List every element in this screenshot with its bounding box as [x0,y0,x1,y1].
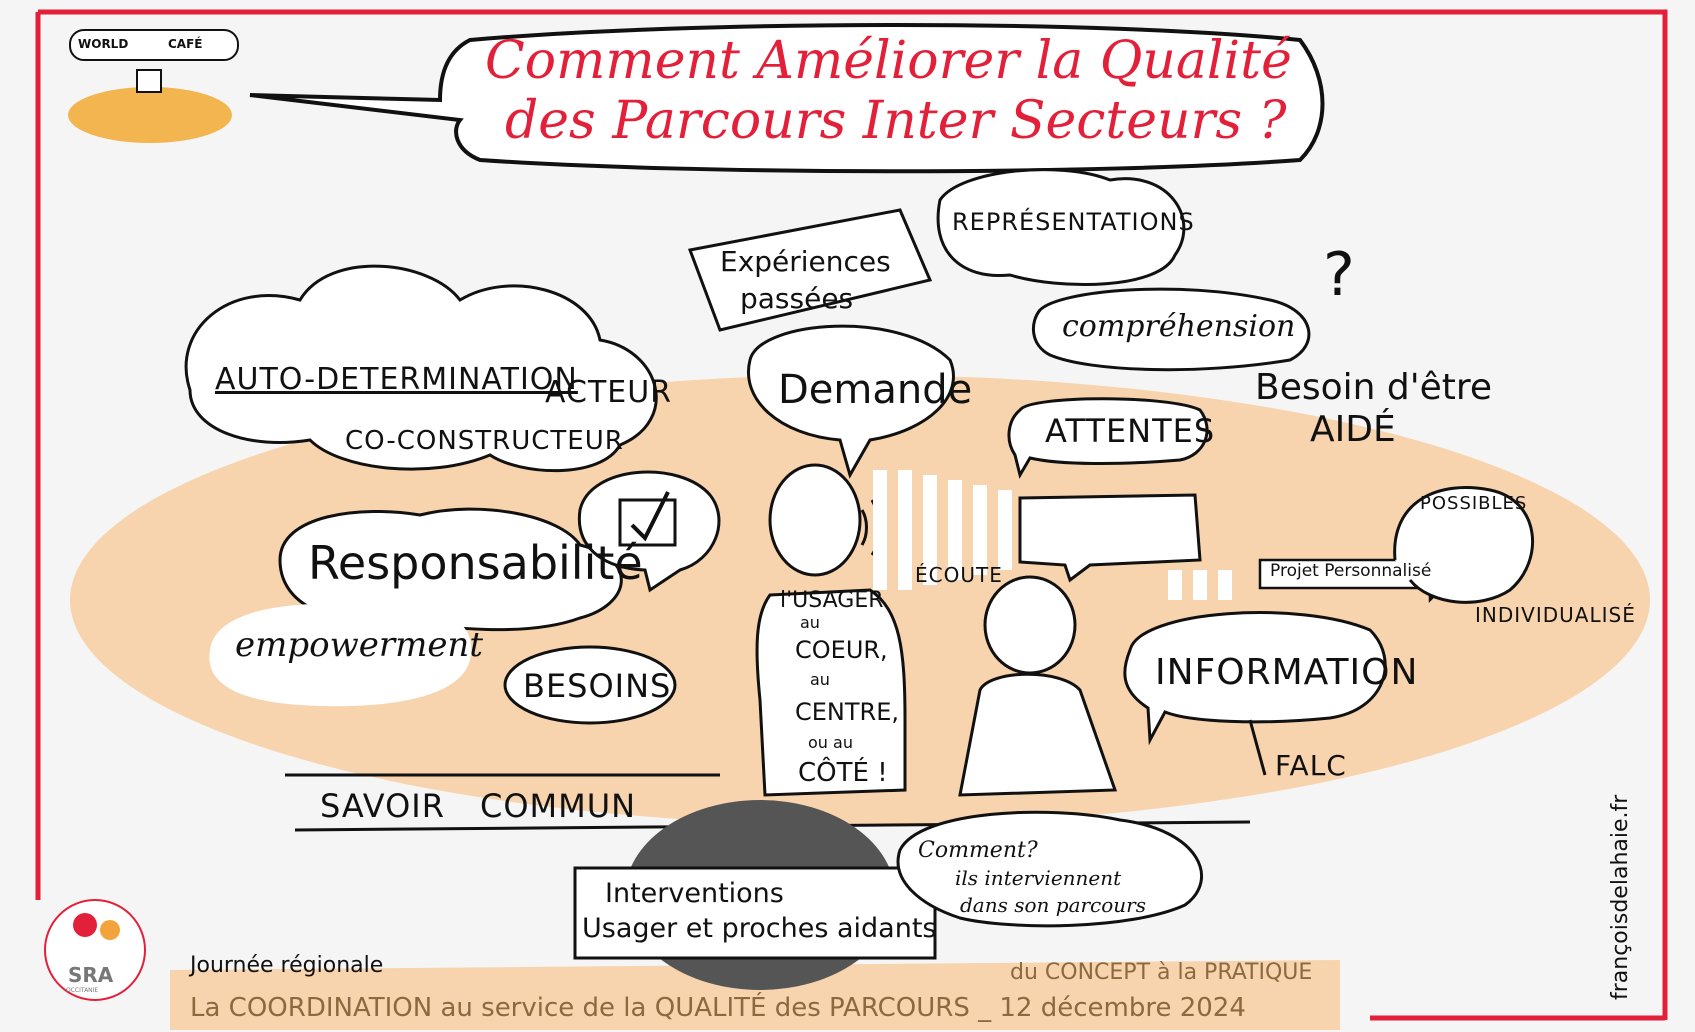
interventions-line-1: Interventions [605,878,784,909]
interviennent-line-1: ils interviennent [955,866,1122,890]
person-text-2: au [800,613,820,632]
signature-label: françoisdelahaie.fr [1608,794,1633,1000]
interviennent-line-2: dans son parcours [960,893,1147,917]
concept-label: du CONCEPT à la PRATIQUE [1010,960,1313,985]
commun-label: COMMUN [480,787,637,825]
journee-label: Journée régionale [190,953,384,978]
ecoute-label: ÉCOUTE [915,563,1003,587]
acteur-label: ACTEUR [545,375,673,410]
auto-determination-label: AUTO-DETERMINATION [215,362,578,397]
title-line-1: Comment Améliorer la Qualité [485,31,1292,91]
person-text-4: au [810,670,830,689]
person-text-5: CENTRE, [795,698,900,726]
question-mark: ? [1323,240,1355,310]
experiences-label: Expériences [720,245,891,278]
sra-logo-text: SRA [68,963,114,987]
world-label: WORLD [78,37,129,51]
comment-label: Comment? [918,838,1038,863]
aide-label: AIDÉ [1310,409,1396,450]
falc-label: FALC [1275,749,1347,782]
demande-label: Demande [778,367,973,413]
representations-label: REPRÉSENTATIONS [952,208,1195,236]
passees-label: passées [740,282,854,315]
sra-logo-sub: OCCITANIE [66,987,99,994]
person-text-7: CÔTÉ ! [798,758,888,788]
person-text-3: COEUR, [795,636,888,664]
cafe-label: CAFÉ [168,37,203,51]
interventions-line-2: Usager et proches aidants [582,913,937,944]
information-label: INFORMATION [1155,652,1419,693]
responsabilite-label: Responsabilité [308,536,643,590]
title-line-2: des Parcours Inter Secteurs ? [505,91,1287,151]
besoins-label: BESOINS [523,667,672,705]
person-text-1: l'USAGER [780,588,884,613]
savoir-label: SAVOIR [320,787,445,825]
co-constructeur-label: CO-CONSTRUCTEUR [345,426,624,456]
footer-main-label: La COORDINATION au service de la QUALITÉ… [190,993,1246,1023]
empowerment-label: empowerment [235,625,483,665]
comprehension-label: compréhension [1062,309,1296,344]
besoin-label: Besoin d'être [1255,367,1493,408]
projet-label: Projet Personnalisé [1270,561,1432,581]
attentes-label: ATTENTES [1045,412,1216,450]
possibles-label: POSSIBLES [1420,493,1528,514]
person-text-6: ou au [808,733,853,752]
individualise-label: INDIVIDUALISÉ [1475,603,1636,627]
